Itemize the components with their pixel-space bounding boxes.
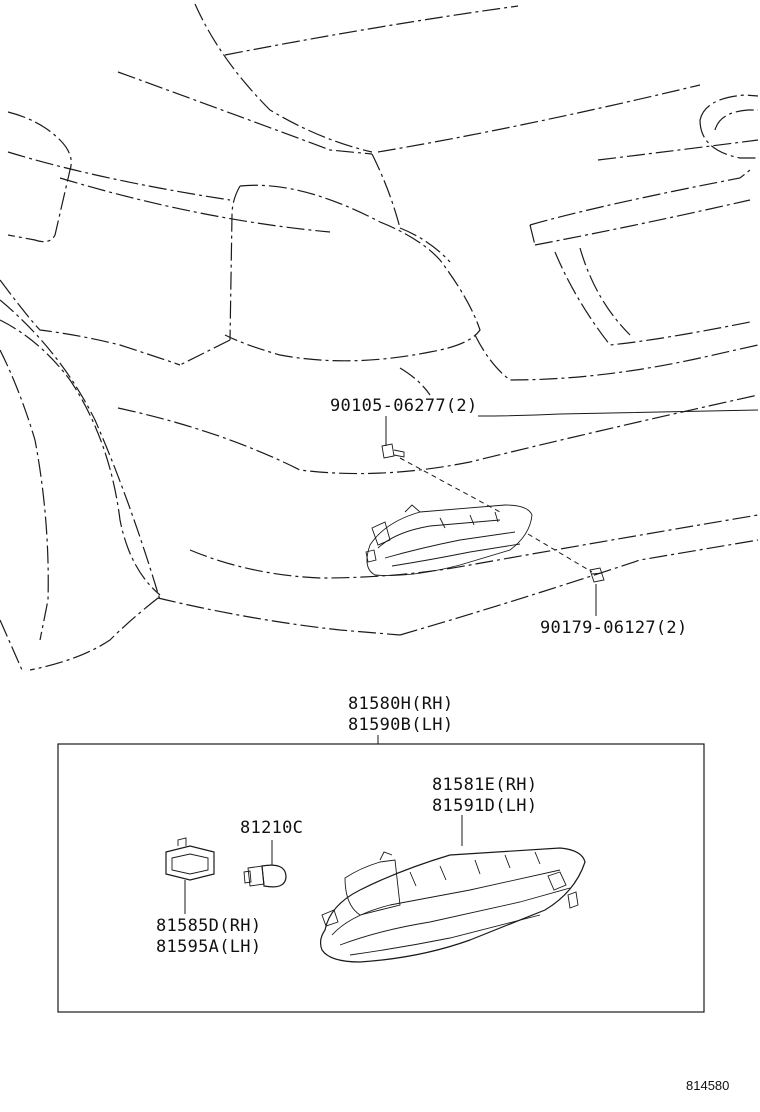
leader-lines — [184, 409, 759, 914]
bulb-part — [243, 864, 287, 888]
car-body-outline — [0, 3, 759, 671]
figure-number: 814580 — [686, 1078, 730, 1093]
socket-lh-part-number: 81595A(LH) — [156, 937, 262, 957]
parts-box — [57, 743, 705, 1013]
assembly-lh-part-number: 81590B(LH) — [348, 715, 454, 735]
socket-part — [165, 837, 215, 881]
socket-rh-part-number: 81585D(RH) — [156, 916, 262, 936]
bulb-part-number: 81210C — [240, 818, 304, 838]
lens-rh-part-number: 81581E(RH) — [432, 775, 538, 795]
clip-part-number: 90179-06127(2) — [540, 618, 688, 638]
screw-part-number: 90105-06277(2) — [330, 396, 478, 416]
lens-lh-part-number: 81591D(LH) — [432, 796, 538, 816]
reflector-installed — [365, 504, 533, 577]
reflector-lens-part — [319, 847, 586, 963]
clip-part — [589, 567, 605, 583]
screw-part — [381, 443, 405, 459]
assembly-rh-part-number: 81580H(RH) — [348, 694, 454, 714]
